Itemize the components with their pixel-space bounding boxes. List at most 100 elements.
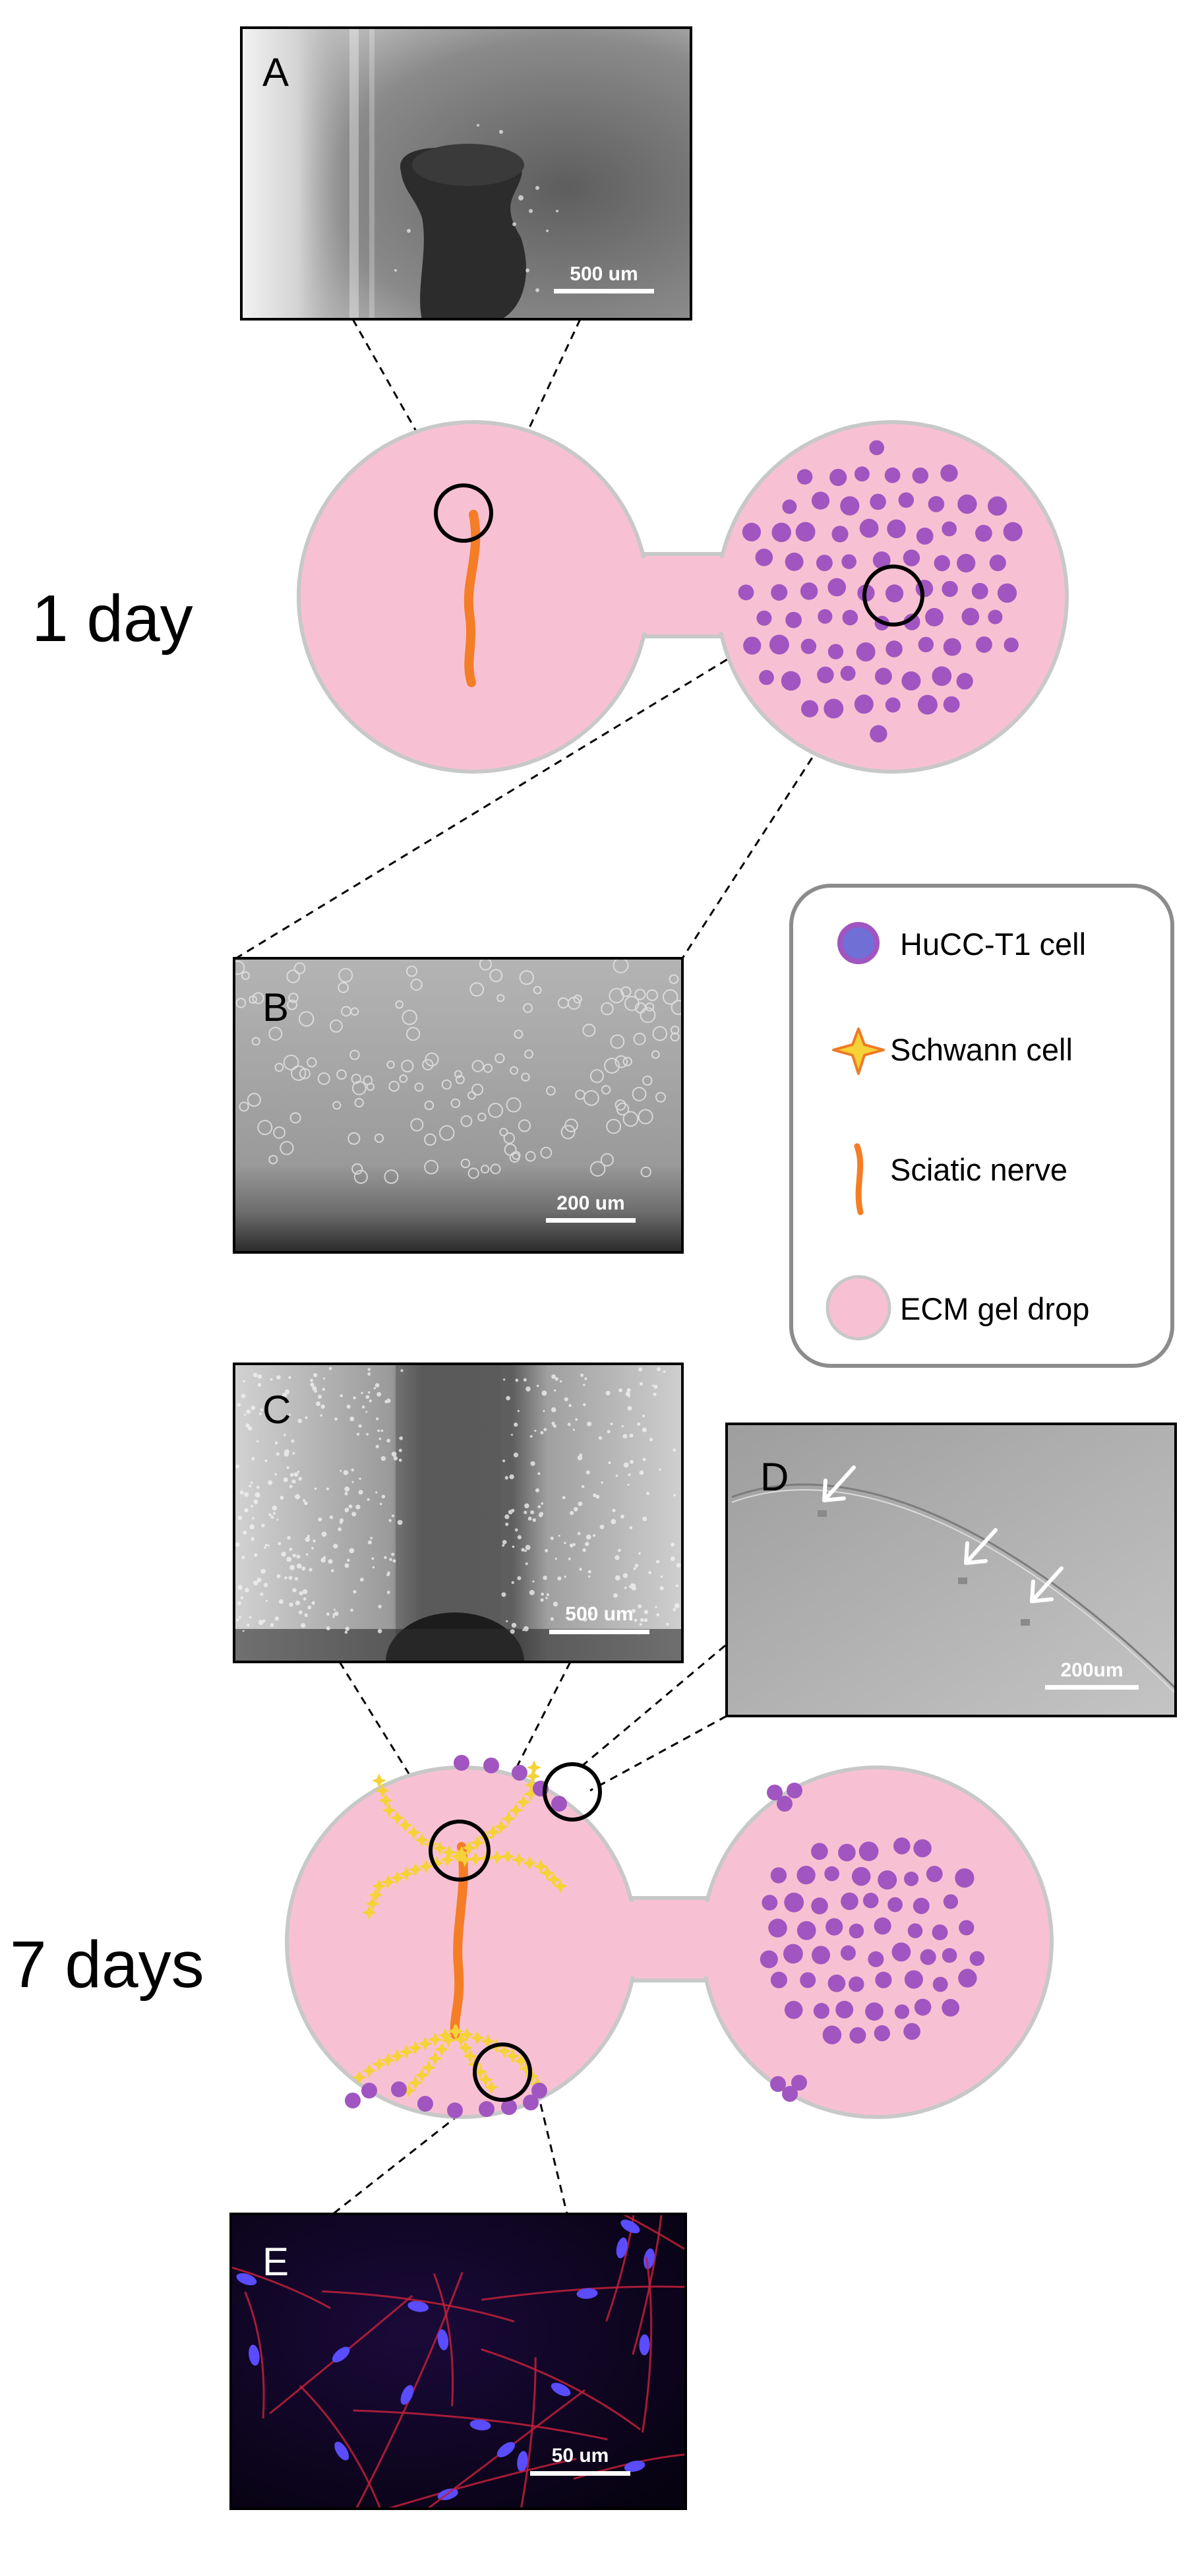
schwann-cell: [458, 2040, 473, 2055]
hucc-t1-cell: [767, 1785, 783, 1800]
hucc-t1-cell: [858, 1841, 879, 1862]
hucc-t1-cell: [796, 1920, 816, 1940]
nucleus: [644, 2248, 655, 2269]
hucc-t1-cell: [851, 1866, 871, 1886]
schwann-cell: [372, 2057, 386, 2071]
hucc-t1-cell: [955, 1868, 975, 1888]
hucc-t1-cell: [454, 1755, 469, 1771]
hucc-t1-cell: [842, 609, 858, 626]
hucc-t1-cell: [771, 584, 788, 601]
schwann-cell: [415, 1833, 429, 1847]
schwann-cell: [553, 1879, 568, 1893]
hucc-t1-cell: [903, 549, 920, 567]
hucc-t1-cell: [926, 1866, 943, 1882]
hucc-t1-cell: [928, 496, 945, 512]
hucc-t1-cell: [940, 464, 958, 482]
nucleus: [616, 2237, 628, 2259]
hucc-t1-cell: [988, 609, 1003, 625]
schwann-cell: [438, 2028, 452, 2043]
nucleus: [551, 2382, 571, 2397]
hucc-t1-cell: [835, 2000, 854, 2019]
hucc-t1-cell: [501, 2099, 517, 2115]
hucc-t1-cell: [920, 1949, 936, 1965]
hucc-t1-cell: [784, 2000, 803, 2019]
schwann-cell: [470, 1835, 485, 1850]
hucc-t1-cell: [913, 1897, 930, 1915]
hucc-t1-cell: [762, 1895, 778, 1911]
hucc-t1-cell: [943, 696, 960, 713]
hucc-t1-cell: [782, 499, 797, 514]
schwann-cell: [462, 1841, 477, 1855]
hucc-t1-cell: [827, 644, 844, 659]
schwann-cell: [408, 2040, 423, 2055]
schwann-cell: [514, 2054, 528, 2068]
schwann-cell: [524, 1787, 538, 1801]
hucc-t1-cell: [854, 694, 874, 714]
schwann-cell: [497, 2044, 512, 2058]
hucc-t1-cell: [917, 694, 938, 715]
hucc-t1-cell: [975, 524, 992, 542]
schwann-cell: [505, 2048, 520, 2064]
ecm-gel-drop-right-day7: [700, 1765, 1054, 2119]
schwann-cell: [365, 1896, 380, 1911]
nucleus: [576, 2288, 598, 2299]
hucc-t1-cell: [997, 583, 1017, 603]
panel-D: D 200um: [725, 1423, 1177, 1717]
nucleus: [517, 2451, 528, 2472]
hucc-t1-cell: [743, 636, 762, 655]
hucc-t1-cell: [891, 1942, 911, 1962]
zoom-circle-D: [543, 1762, 602, 1822]
hucc-t1-cell: [760, 1950, 778, 1969]
schwann-cell: [511, 1853, 526, 1867]
hucc-t1-cell: [875, 1971, 892, 1988]
panel-B-scale-bar: [546, 1218, 636, 1223]
schwann-cell-icon: [832, 1027, 885, 1075]
hucc-t1-cell: [800, 638, 817, 654]
hucc-t1-cell: [479, 2101, 495, 2117]
schwann-cell: [419, 1859, 434, 1874]
schwann-cell: [508, 1803, 524, 1818]
nucleus: [496, 2441, 516, 2457]
hucc-t1-cell: [925, 607, 944, 627]
hucc-t1-cell: [878, 1870, 897, 1890]
schwann-cell: [441, 2033, 456, 2048]
hucc-t1-cell: [784, 1892, 804, 1913]
schwann-cell: [442, 1845, 457, 1860]
schwann-cell: [406, 1825, 421, 1840]
schwann-cell: [429, 1856, 444, 1870]
schwann-cells-day7: [352, 1760, 568, 2098]
schwann-cell: [454, 1846, 469, 1860]
zoom-circle-A: [434, 483, 493, 543]
nucleus: [620, 2219, 640, 2234]
hucc-t1-cell: [887, 1897, 903, 1913]
hucc-t1-cell: [738, 584, 754, 601]
schwann-cell: [533, 1859, 548, 1874]
schwann-cell: [468, 1851, 483, 1866]
hucc-t1-cell: [870, 725, 887, 743]
hucc-t1-cell: [361, 2083, 377, 2099]
nucleus: [332, 2346, 350, 2363]
hucc-t1-cell: [417, 2096, 433, 2112]
hucc-t1-cell: [987, 496, 1007, 516]
hucc-t1-cell: [943, 1894, 959, 1909]
hucc-t1-cell: [811, 1946, 831, 1965]
hucc-t1-cell: [913, 1839, 932, 1858]
hucc-t1-cell: [943, 638, 961, 656]
hucc-t1-cell: [874, 1917, 891, 1935]
hucc-t1-cell: [869, 440, 885, 456]
nucleus: [400, 2385, 414, 2405]
hucc-t1-cell: [840, 665, 856, 681]
schwann-cell: [440, 1853, 455, 1867]
hucc-t1-cell: [742, 522, 762, 541]
schwann-cell: [473, 2064, 488, 2079]
schwann-cell: [362, 2064, 376, 2078]
hucc-t1-cell: [811, 491, 830, 510]
schwann-cell: [375, 1783, 390, 1798]
hucc-t1-cell: [934, 555, 951, 572]
schwann-cell: [524, 1777, 539, 1793]
panel-E-scale-bar: [530, 2471, 630, 2476]
hucc-t1-cell: [885, 697, 901, 713]
hucc-t1-cell: [942, 580, 958, 598]
hucc-t1-cell: [829, 468, 847, 486]
